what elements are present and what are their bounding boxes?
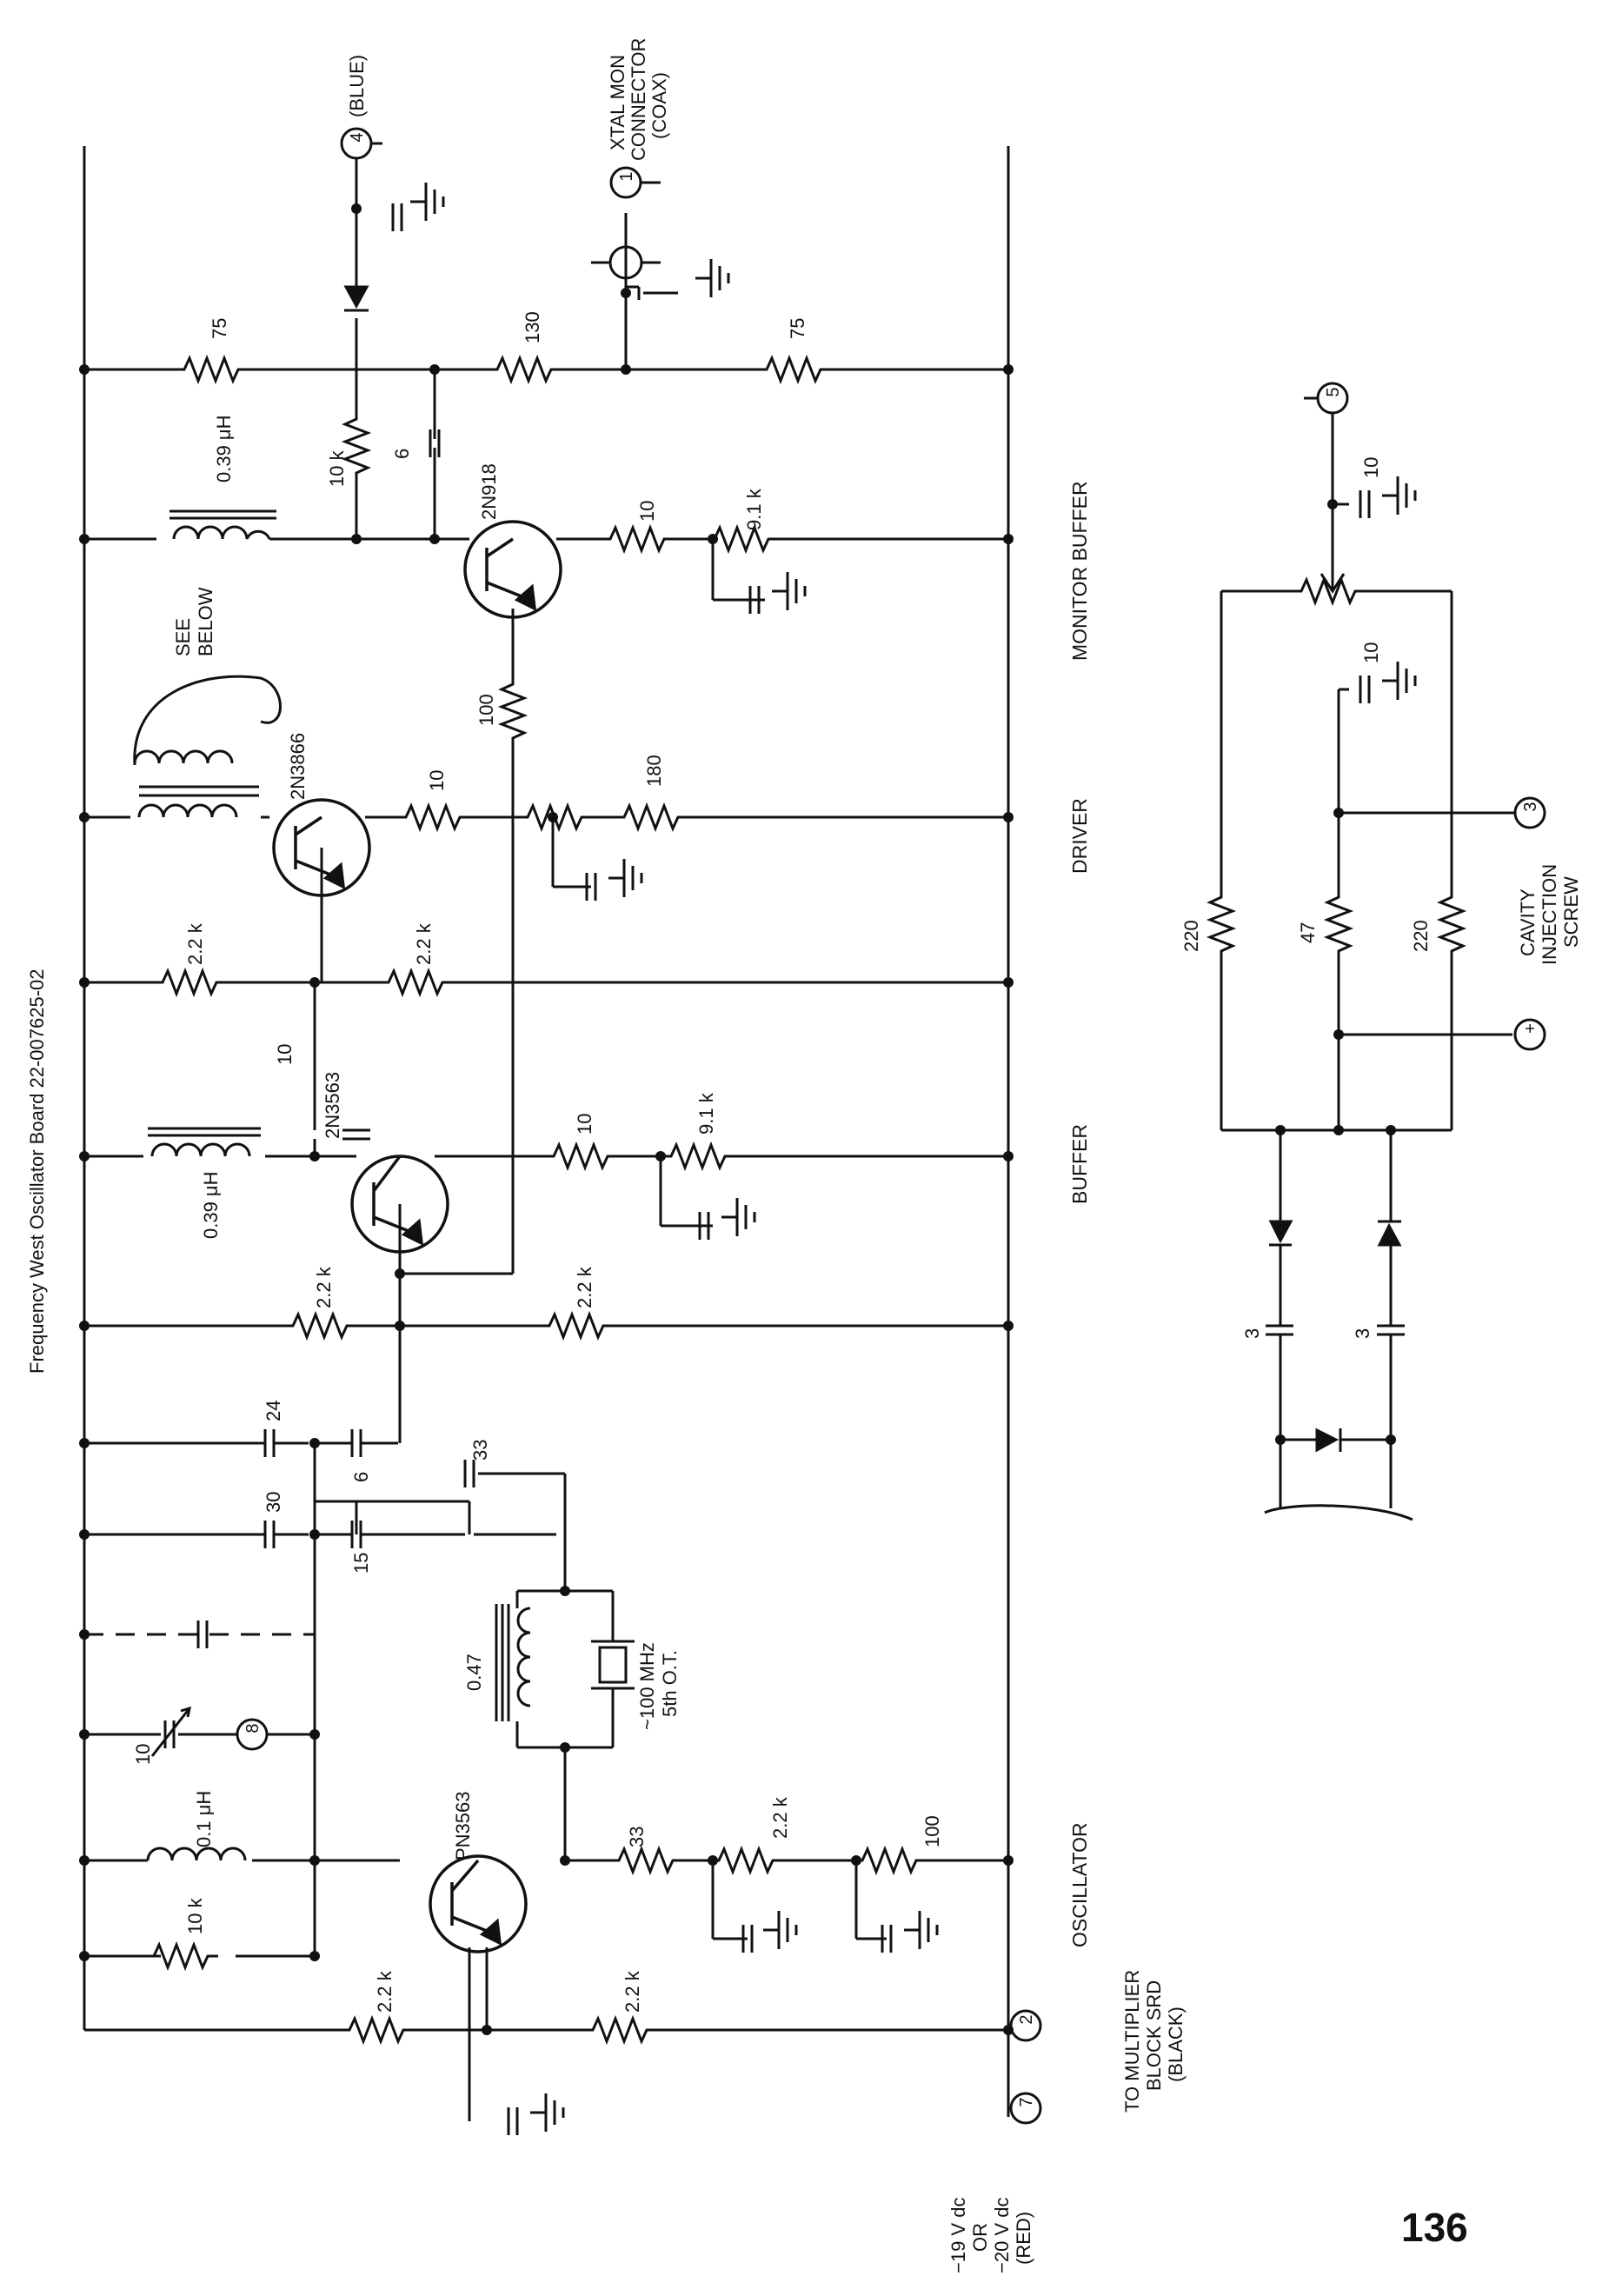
label-block-srd: BLOCK SRD [1143,1980,1165,2091]
label-r22k-c: 2.2 k [313,1266,335,1308]
label-injection: INJECTION [1539,864,1560,965]
label-c10-coup: 10 [274,1044,296,1065]
label-r22k-f: 2.2 k [374,1970,396,2013]
label-blue: (BLUE) [346,55,368,117]
label-r220a: 220 [1180,920,1202,952]
label-r75b: 75 [787,318,808,339]
label-20v: −20 V dc [991,2198,1013,2273]
label-l039a: 0.39 μH [213,416,235,483]
label-connector: CONNECTOR [628,38,649,161]
inductors [133,509,531,1861]
label-cavity: CAVITY [1517,888,1539,956]
connector-8 [236,1718,269,1751]
diodes [343,285,1402,1453]
labels: Frequency West Oscillator Board 22-00762… [26,38,1582,2273]
capacitors [263,202,1406,2137]
label-19v: −19 V dc [947,2198,969,2273]
label-r10k-osc: 10 k [184,1897,206,1934]
label-c24: 24 [263,1401,284,1421]
stage-monitor-buffer: MONITOR BUFFER [1068,481,1091,661]
stage-driver: DRIVER [1068,798,1091,874]
label-coax: (COAX) [648,72,670,139]
label-r10-drv: 10 [426,770,448,791]
label-r75a: 75 [209,318,230,339]
label-black: (BLACK) [1165,2007,1187,2082]
page-number: 136 [1401,2205,1468,2250]
stage-oscillator: OSCILLATOR [1068,1822,1091,1947]
connector-plus [1513,1018,1546,1051]
label-r22k-g: 2.2 k [622,1970,643,2013]
label-xtal-mode: 5th O.T. [659,1650,681,1717]
label-r100-osc: 100 [921,1815,943,1847]
label-r22k-b: 2.2 k [413,922,435,965]
label-c10-inj-mid: 10 [1360,642,1382,663]
label-below: BELOW [195,587,216,656]
label-r220b: 220 [1410,920,1432,952]
label-r33: 33 [626,1827,648,1847]
variable-capacitor [84,1706,222,1757]
label-xtal-mon: XTAL MON [607,55,628,150]
connector-plus-symbol: + [1521,1023,1540,1034]
label-r91k-buf: 9.1 k [695,1092,717,1135]
label-c6-osc: 6 [350,1472,372,1482]
wiring [84,158,1008,2121]
crystal [591,1608,635,1721]
connectors [236,127,1546,2125]
label-r180: 180 [643,755,665,787]
junction-dots [79,203,1396,2035]
transistor-2n3866: 2N3866 [287,733,309,800]
connector-numbers: 4 1 5 3 + 2 7 8 [243,132,1540,2106]
dashed-capacitor [196,1619,209,1650]
label-r10-buf: 10 [574,1114,595,1135]
connector-1-number: 1 [617,171,636,181]
label-c3a: 3 [1241,1328,1263,1339]
board-title: Frequency West Oscillator Board 22-00762… [26,968,48,1374]
label-r10k-top: 10 k [326,449,348,487]
transistors [272,520,562,1953]
label-c6-top: 6 [391,449,413,459]
label-c10-inj-top: 10 [1360,457,1382,478]
label-r22k-a: 2.2 k [184,922,206,965]
label-screw: SCREW [1560,876,1582,948]
label-r22k-d: 2.2 k [574,1266,595,1308]
connector-5-number: 5 [1324,387,1343,396]
label-r22k-e: 2.2 k [769,1796,791,1839]
label-or: OR [969,2223,991,2252]
label-red: (RED) [1013,2212,1034,2265]
label-l01: 0.1 μH [193,1791,215,1847]
label-r100-mon: 100 [475,694,497,726]
resistors [142,356,1465,2043]
label-r130: 130 [522,311,543,343]
connector-4-number: 4 [348,132,367,142]
dashed-trimmer-branch [84,1633,316,1734]
label-c30: 30 [263,1492,284,1513]
cavity-injection-network [1220,413,1512,1521]
label-r10-mon: 10 [636,501,658,522]
transistor-2n3563: 2N3563 [322,1072,343,1139]
connector-7-number: 7 [1017,2097,1036,2106]
label-xtal-freq: ~100 MHz [636,1642,658,1730]
label-to-multiplier: TO MULTIPLIER [1121,1970,1143,2113]
transistor-pn3563: PN3563 [452,1791,474,1860]
label-c3b: 3 [1352,1328,1373,1339]
label-c15: 15 [350,1553,372,1574]
connector-3-number: 3 [1521,802,1540,811]
label-l047: 0.47 [463,1654,485,1691]
connector-8-number: 8 [243,1723,263,1733]
label-see: SEE [172,618,194,656]
label-c10-var: 10 [132,1744,154,1765]
label-l039b: 0.39 μH [200,1172,222,1240]
label-r47: 47 [1297,922,1319,943]
connector-2-number: 2 [1017,2014,1036,2024]
transistor-2n918: 2N918 [478,463,500,520]
label-c33-osc: 33 [469,1440,491,1461]
stage-buffer: BUFFER [1068,1124,1091,1204]
label-r91k-mon: 9.1 k [743,488,765,530]
rails [83,146,1010,2117]
